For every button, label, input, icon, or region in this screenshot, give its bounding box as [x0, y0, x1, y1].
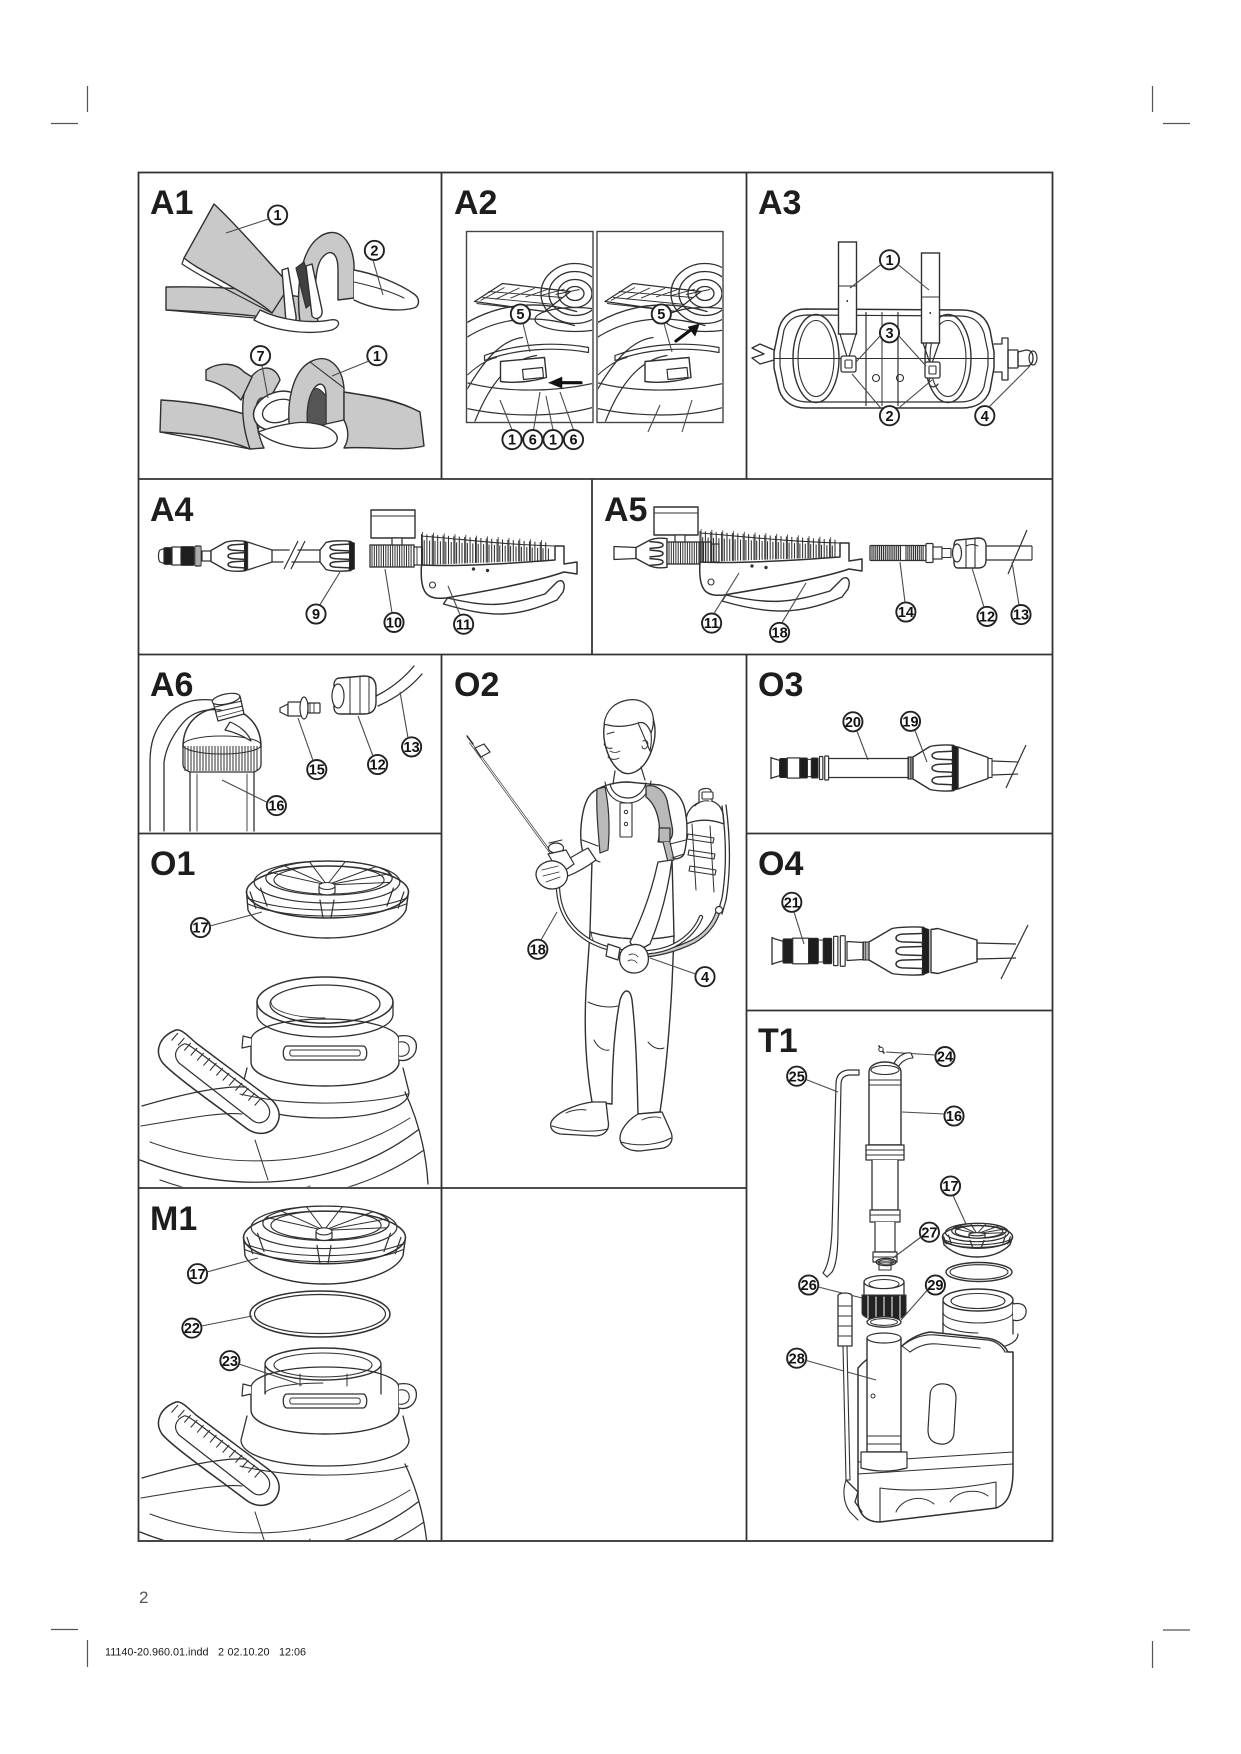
svg-text:12: 12: [370, 758, 386, 774]
svg-text:6: 6: [529, 433, 537, 449]
svg-text:2: 2: [885, 409, 893, 425]
svg-text:A4: A4: [150, 491, 194, 529]
svg-text:14: 14: [898, 605, 914, 621]
svg-text:11: 11: [456, 617, 471, 633]
svg-text:O2: O2: [454, 666, 499, 704]
svg-text:20: 20: [845, 715, 861, 731]
svg-text:6: 6: [569, 433, 577, 449]
svg-text:2: 2: [218, 1647, 224, 1659]
svg-text:16: 16: [946, 1109, 962, 1125]
svg-text:A2: A2: [454, 184, 497, 222]
svg-text:O1: O1: [150, 845, 195, 883]
svg-text:A3: A3: [758, 184, 801, 222]
svg-text:A6: A6: [150, 666, 193, 704]
svg-text:O4: O4: [758, 845, 803, 883]
svg-text:22: 22: [184, 1321, 200, 1337]
svg-text:19: 19: [902, 714, 918, 730]
svg-text:25: 25: [789, 1069, 805, 1085]
svg-text:7: 7: [256, 349, 264, 365]
svg-text:17: 17: [189, 1267, 205, 1283]
svg-text:11: 11: [704, 616, 719, 632]
svg-text:1: 1: [885, 253, 893, 269]
svg-text:O3: O3: [758, 666, 803, 704]
svg-text:12:06: 12:06: [279, 1647, 306, 1659]
svg-text:24: 24: [937, 1050, 953, 1066]
svg-text:1: 1: [549, 433, 557, 449]
svg-text:18: 18: [530, 942, 546, 958]
svg-text:18: 18: [772, 626, 788, 642]
svg-text:2: 2: [370, 244, 378, 260]
svg-text:13: 13: [1013, 608, 1029, 624]
svg-text:4: 4: [701, 970, 709, 986]
svg-text:21: 21: [784, 895, 800, 911]
svg-text:28: 28: [789, 1351, 805, 1367]
svg-text:13: 13: [404, 740, 420, 756]
svg-text:10: 10: [386, 616, 402, 632]
svg-text:02.10.20: 02.10.20: [228, 1647, 270, 1659]
svg-text:29: 29: [927, 1278, 943, 1294]
svg-text:27: 27: [921, 1225, 937, 1241]
svg-text:26: 26: [801, 1278, 817, 1294]
svg-text:5: 5: [657, 307, 665, 323]
svg-text:A1: A1: [150, 184, 193, 222]
svg-text:T1: T1: [758, 1022, 798, 1060]
svg-text:1: 1: [274, 208, 282, 224]
svg-text:16: 16: [268, 799, 284, 815]
svg-text:M1: M1: [150, 1200, 197, 1238]
svg-text:1: 1: [373, 349, 381, 365]
svg-text:23: 23: [222, 1354, 238, 1370]
svg-text:11140-20.960.01.indd: 11140-20.960.01.indd: [105, 1647, 208, 1659]
svg-text:5: 5: [516, 307, 524, 323]
svg-text:17: 17: [942, 1179, 958, 1195]
svg-text:4: 4: [981, 409, 989, 425]
svg-text:17: 17: [192, 921, 208, 937]
svg-text:A5: A5: [604, 491, 647, 529]
svg-text:12: 12: [979, 610, 995, 626]
svg-text:15: 15: [309, 763, 325, 779]
svg-text:1: 1: [508, 433, 516, 449]
svg-text:3: 3: [885, 326, 893, 342]
svg-text:9: 9: [312, 607, 320, 623]
svg-text:2: 2: [139, 1588, 148, 1607]
